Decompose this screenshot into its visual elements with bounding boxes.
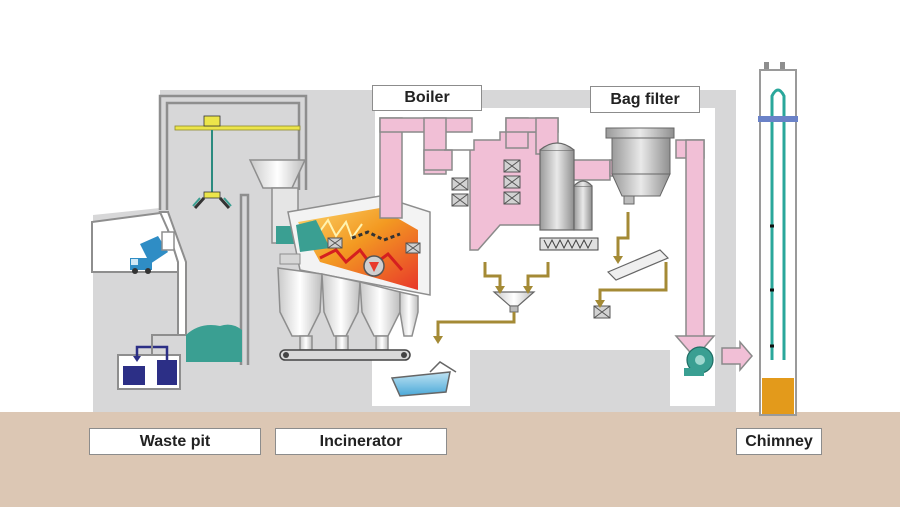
incinerator-label: Incinerator — [275, 428, 447, 455]
ash-transport-lines — [436, 212, 668, 338]
garbage-truck — [130, 236, 168, 274]
reactor-tower — [539, 142, 599, 251]
induced-draft-fan — [684, 346, 714, 376]
ash-conveyor — [279, 349, 411, 361]
waste-pit-hall — [158, 94, 308, 365]
boiler-label: Boiler — [372, 85, 482, 111]
ash-transport-arrows — [433, 256, 623, 344]
tipping-gate — [161, 231, 175, 251]
incinerator-unit — [248, 159, 431, 296]
waste-crane — [174, 115, 301, 210]
bag-filter-unit — [605, 127, 675, 205]
chimney-stack — [758, 62, 798, 416]
waste-pile — [186, 324, 242, 362]
ground — [0, 412, 900, 507]
fly-ash-system — [492, 249, 670, 319]
chimney-label: Chimney — [736, 428, 822, 455]
bag-filter-label: Bag filter — [590, 86, 700, 113]
ash-quench-tank — [390, 361, 457, 397]
waste-pit-label: Waste pit — [89, 428, 261, 455]
ash-hoppers — [277, 267, 419, 351]
heat-exchanger-boxes — [451, 159, 521, 207]
leachate-tanks — [117, 334, 181, 390]
